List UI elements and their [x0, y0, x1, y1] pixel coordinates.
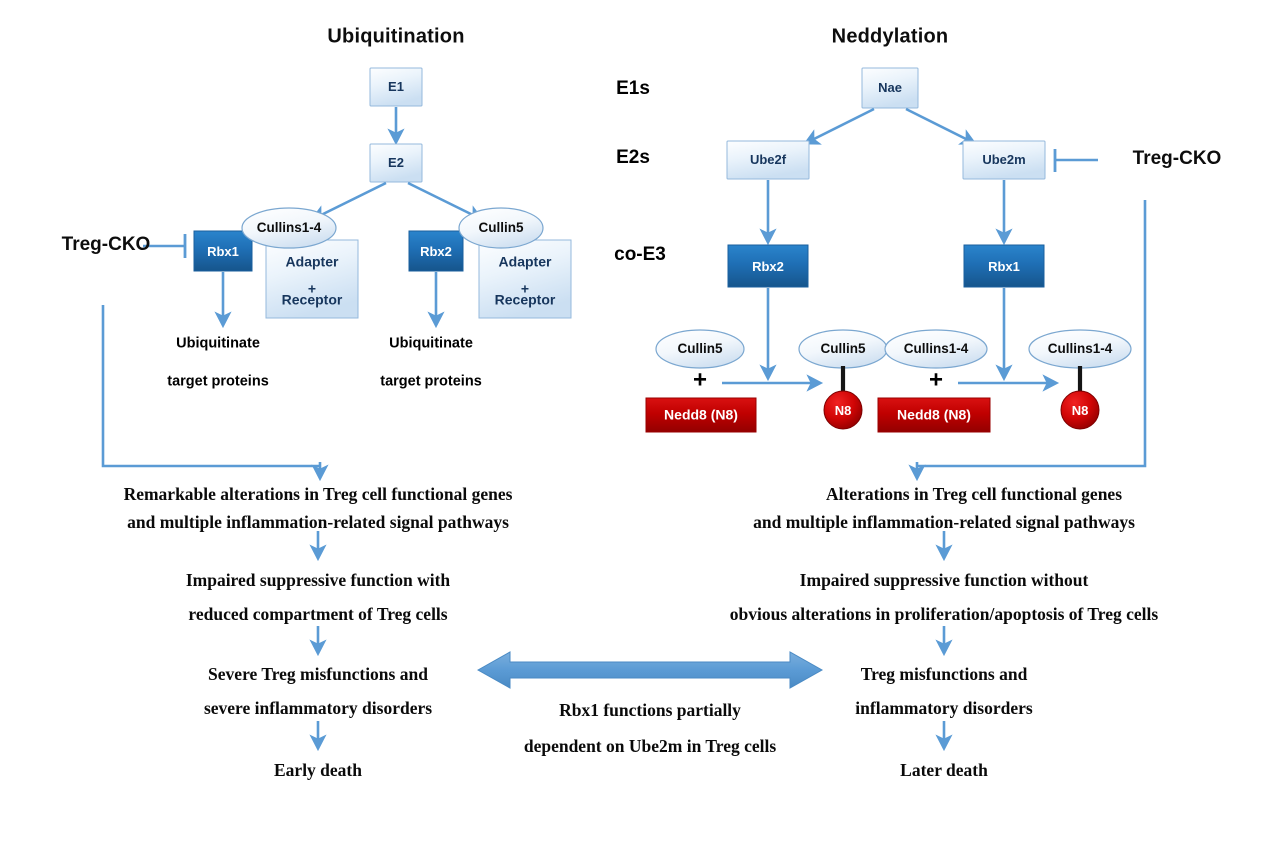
- adapter-label-left-2: Receptor: [281, 291, 343, 308]
- node-nedd8-left-label: Nedd8 (N8): [664, 406, 738, 423]
- node-cullin5-out-label: Cullin5: [820, 340, 866, 356]
- node-e1-label: E1: [388, 79, 404, 95]
- adapter-label-right-1: Adapter: [498, 253, 552, 270]
- outcome-left-line7: Early death: [274, 759, 362, 780]
- ubiquitinate-right-line1: Ubiquitinate: [389, 335, 473, 352]
- outcome-right-line6: inflammatory disorders: [855, 697, 1033, 718]
- ubiquitinate-left-line1: Ubiquitinate: [176, 335, 260, 352]
- node-cullin5-ubq-label: Cullin5: [478, 219, 524, 235]
- adapter-label-right-2: Receptor: [494, 291, 556, 308]
- outcome-right-line2: and multiple inflammation-related signal…: [753, 511, 1135, 532]
- adapter-label-right-plus: +: [520, 280, 530, 297]
- outcome-right-line7: Later death: [900, 759, 988, 780]
- column-label-co-e3: co-E3: [614, 244, 666, 266]
- plus-sign-left: +: [692, 366, 708, 394]
- ubiquitinate-left-line2: target proteins: [167, 373, 269, 390]
- node-rbx2-nedd-label: Rbx2: [752, 259, 784, 275]
- outcome-left-line6: severe inflammatory disorders: [203, 697, 433, 718]
- node-n8-left-label: N8: [834, 403, 852, 419]
- section-title-neddylation: Neddylation: [831, 25, 949, 48]
- outcome-right-line3: Impaired suppressive function without: [799, 569, 1089, 590]
- node-rbx1-nedd-label: Rbx1: [988, 259, 1020, 275]
- node-rbx1-ubq-label: Rbx1: [207, 244, 239, 260]
- node-cullin5-in-label: Cullin5: [677, 340, 723, 356]
- outcome-right-line4: obvious alterations in proliferation/apo…: [729, 603, 1159, 624]
- column-label-e2s: E2s: [616, 147, 650, 169]
- outcome-left-line3: Impaired suppressive function with: [185, 569, 451, 590]
- plus-sign-right: +: [928, 366, 944, 394]
- outcome-left-line2: and multiple inflammation-related signal…: [127, 511, 509, 532]
- center-caption-line2: dependent on Ube2m in Treg cells: [523, 735, 777, 756]
- outcome-right-line1: Alterations in Treg cell functional gene…: [825, 483, 1123, 504]
- node-n8-right-label: N8: [1071, 403, 1089, 419]
- adapter-label-left-1: Adapter: [285, 253, 339, 270]
- column-label-e1s: E1s: [616, 78, 650, 100]
- treg-cko-label-left: Treg-CKO: [61, 234, 151, 256]
- outcome-right-line5: Treg misfunctions and: [860, 663, 1028, 684]
- node-nedd8-right-label: Nedd8 (N8): [897, 406, 971, 423]
- outcome-left-line4: reduced compartment of Treg cells: [188, 603, 448, 624]
- node-ube2f-label: Ube2f: [749, 152, 787, 168]
- ubiquitinate-right-line2: target proteins: [380, 373, 482, 390]
- outcome-left-line5: Severe Treg misfunctions and: [208, 663, 428, 684]
- node-cullins1-4-in-label: Cullins1-4: [903, 340, 969, 356]
- adapter-label-left-plus: +: [307, 280, 317, 297]
- node-nae-label: Nae: [878, 80, 902, 96]
- node-ube2m-label: Ube2m: [982, 152, 1026, 168]
- node-e2-label: E2: [388, 155, 404, 171]
- section-title-ubiquitination: Ubiquitination: [327, 25, 465, 48]
- node-cullins1-4-out-label: Cullins1-4: [1047, 340, 1113, 356]
- outcome-left-line1: Remarkable alterations in Treg cell func…: [123, 483, 513, 504]
- node-rbx2-ubq-label: Rbx2: [420, 244, 452, 260]
- center-caption-line1: Rbx1 functions partially: [559, 699, 741, 720]
- node-cullins1-4-ubq-label: Cullins1-4: [256, 219, 322, 235]
- treg-cko-label-right: Treg-CKO: [1132, 148, 1222, 170]
